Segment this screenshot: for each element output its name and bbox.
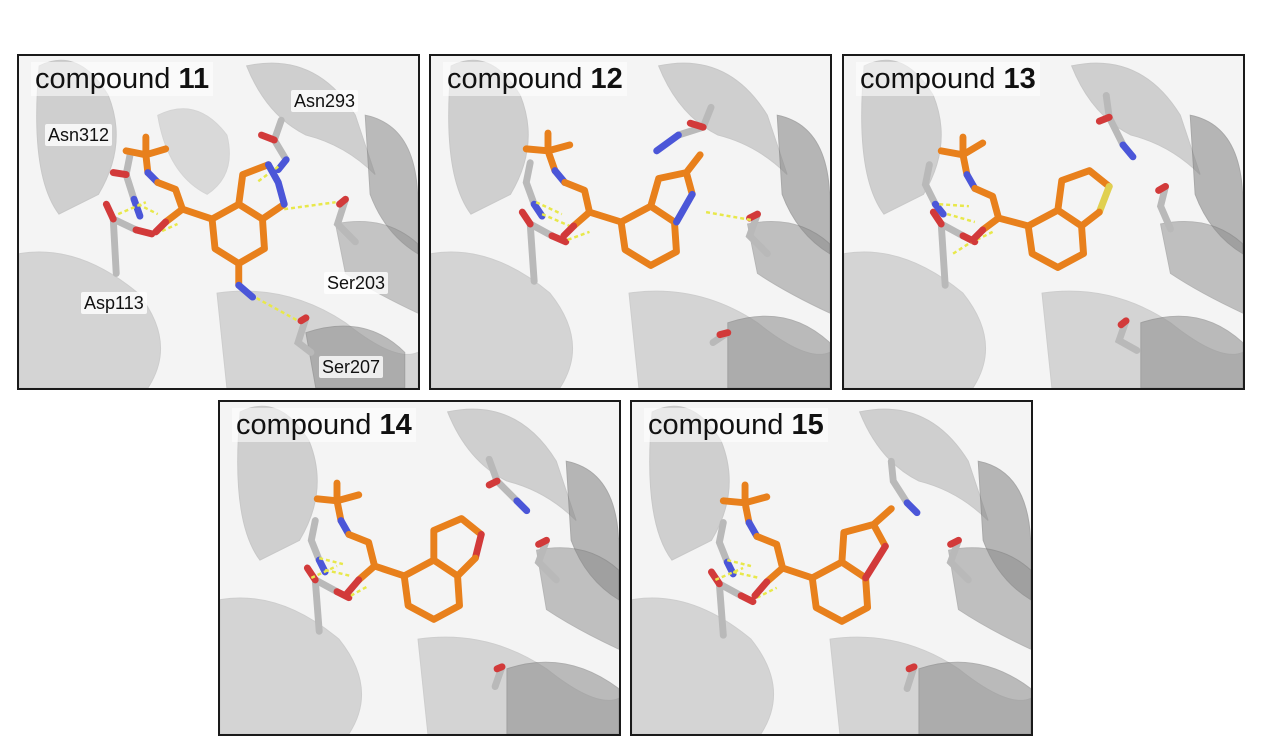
residue-sticks — [303, 455, 560, 691]
residue-sticks — [518, 103, 771, 347]
residue-sticks — [102, 116, 359, 356]
ligand-compound-13 — [937, 133, 1113, 271]
panel-title: compound 11 — [31, 62, 214, 96]
protein-helices — [632, 405, 1031, 734]
panel-title: compound 13 — [856, 62, 1040, 96]
hydrogen-bonds — [310, 556, 370, 597]
docking-scene-12 — [431, 59, 830, 388]
label-ser207: Ser207 — [319, 356, 384, 378]
panel-compound-12: compound 12 — [429, 54, 832, 390]
ligand-compound-14 — [313, 479, 485, 623]
protein-helices — [844, 59, 1243, 388]
residue-sticks — [707, 457, 972, 693]
ligand-compound-15 — [719, 481, 895, 625]
ligand-compound-12 — [522, 129, 704, 269]
label-asp113: Asp113 — [81, 292, 147, 314]
label-asn293: Asn293 — [291, 90, 359, 112]
docking-scene-14 — [220, 405, 619, 734]
hydrogen-bonds — [535, 201, 752, 241]
docking-scene-11 — [19, 59, 418, 388]
panel-compound-15: compound 15 — [630, 400, 1033, 736]
panel-title: compound 14 — [232, 408, 416, 442]
label-asn312: Asn312 — [45, 124, 113, 146]
docking-scene-15 — [632, 405, 1031, 734]
panel-compound-11: compound 11 Asn293 Asn312 Asp113 Ser203 … — [17, 54, 420, 390]
ligand-compound-11 — [122, 133, 288, 301]
docking-scene-13 — [844, 59, 1243, 388]
panel-title: compound 15 — [644, 408, 828, 442]
label-ser203: Ser203 — [324, 272, 389, 294]
hydrogen-bonds — [714, 558, 778, 599]
residue-sticks — [921, 92, 1174, 354]
panel-compound-13: compound 13 — [842, 54, 1245, 390]
protein-helices — [220, 405, 619, 734]
panel-title: compound 12 — [443, 62, 627, 96]
panel-compound-14: compound 14 — [218, 400, 621, 736]
protein-helices — [431, 59, 830, 388]
hydrogen-bonds — [117, 165, 336, 322]
